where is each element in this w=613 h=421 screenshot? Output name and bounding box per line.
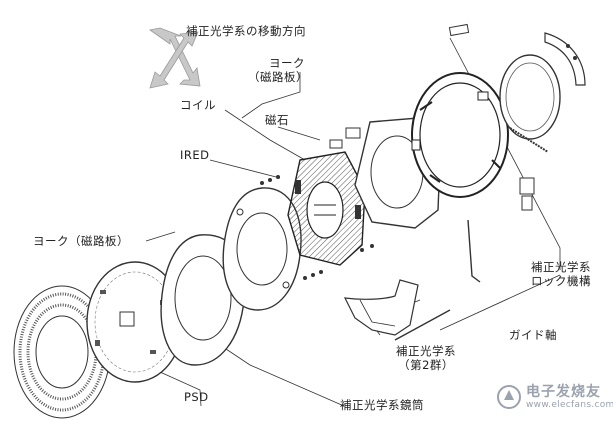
correction-optics-group2 — [343, 279, 419, 336]
coil-assembly — [287, 151, 366, 266]
label-lock-line1: 補正光学系 — [531, 260, 591, 274]
watermark-text: 电子发烧友 — [526, 384, 601, 400]
lock-mechanism — [448, 23, 586, 211]
correction-lens-barrel — [411, 72, 509, 198]
label-yoke-top: ヨーク — [262, 56, 312, 70]
label-lock-line2: ロック機構 — [531, 274, 591, 288]
watermark: 电子发烧友 www.elecfans.com — [496, 378, 613, 418]
label-magnet: 磁石 — [265, 113, 289, 127]
screws — [260, 175, 374, 280]
label-guide-shaft: ガイド軸 — [509, 328, 557, 342]
label-group2: 補正光学系 （第2群） — [386, 344, 466, 372]
label-lens-barrel: 補正光学系鏡筒 — [340, 398, 424, 412]
watermark-logo-icon — [497, 385, 521, 409]
label-movement-direction: 補正光学系の移動方向 — [186, 24, 306, 38]
guide-shaft — [394, 219, 481, 341]
label-yoke-left: ヨーク（磁路板） — [33, 234, 129, 248]
leader-lines — [145, 37, 561, 407]
label-yoke-top-line1: ヨーク — [269, 56, 305, 70]
movement-direction-x-icon — [149, 27, 201, 89]
label-coil: コイル — [180, 98, 216, 112]
label-group2-line2: （第2群） — [398, 358, 454, 372]
label-group2-line1: 補正光学系 — [396, 344, 456, 358]
label-yoke-top-line2: （磁路板） — [248, 70, 308, 84]
watermark-url: www.elecfans.com — [526, 400, 613, 410]
label-lock-mechanism: 補正光学系 ロック機構 — [516, 260, 606, 288]
label-ired: IRED — [180, 148, 210, 162]
label-psd: PSD — [184, 390, 209, 404]
